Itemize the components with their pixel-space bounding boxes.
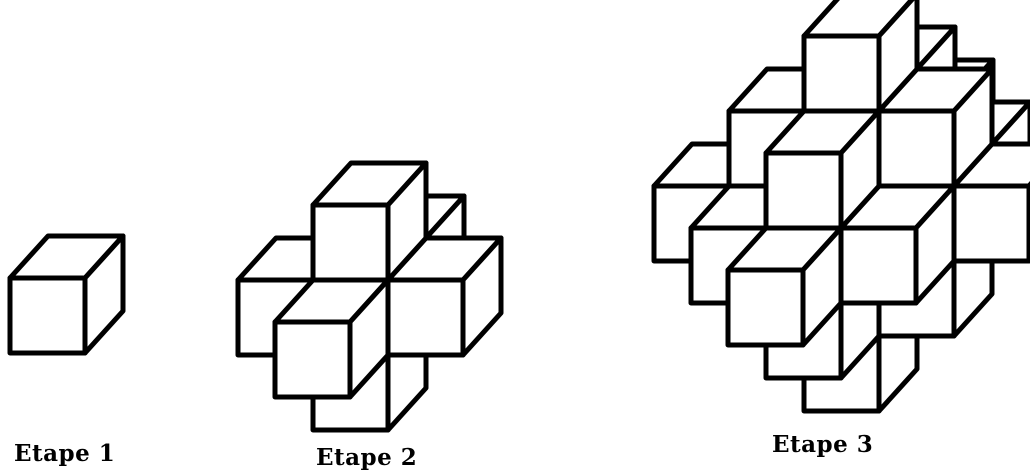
stage-3-cubes <box>651 0 1030 414</box>
stage-2-label: Etape 2 <box>316 444 418 471</box>
cube-front-face <box>801 33 882 114</box>
cube-front-face <box>310 202 391 283</box>
stage-2-cubes <box>235 160 504 433</box>
cube <box>763 108 882 231</box>
cube-front-face <box>876 108 957 189</box>
cube-front-face <box>7 275 88 356</box>
cube <box>385 235 504 358</box>
stage-1-label: Etape 1 <box>14 440 116 467</box>
cube <box>7 233 126 356</box>
cube <box>838 183 957 306</box>
cube-front-face <box>763 150 844 231</box>
cube-front-face <box>272 319 353 400</box>
cube <box>951 141 1030 264</box>
cube <box>725 225 844 348</box>
cube-front-face <box>385 277 466 358</box>
cube-front-face <box>951 183 1030 264</box>
cube <box>801 0 920 114</box>
cube <box>272 277 391 400</box>
stage-1-cubes <box>7 233 126 356</box>
cube-front-face <box>838 225 919 306</box>
cube <box>310 160 429 283</box>
cube-front-face <box>725 267 806 348</box>
stage-3-label: Etape 3 <box>772 431 874 458</box>
